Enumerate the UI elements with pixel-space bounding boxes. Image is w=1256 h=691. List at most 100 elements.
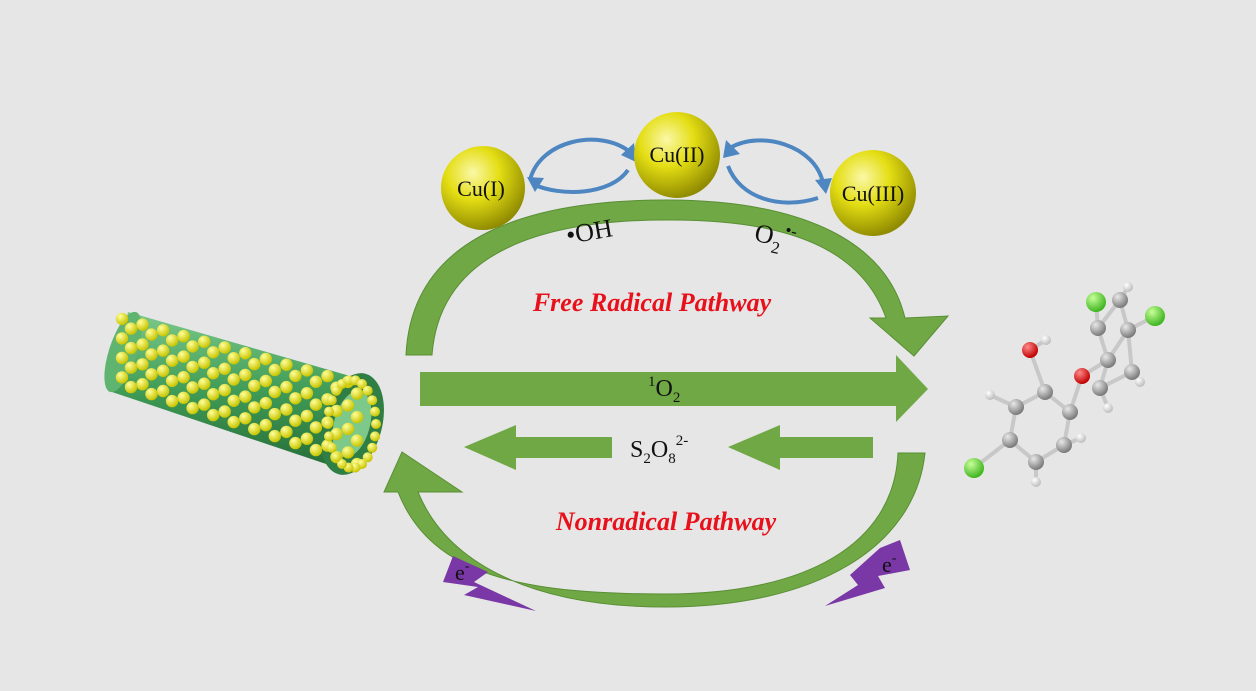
nanotube-particle: [309, 421, 323, 434]
electron-left-base: e: [455, 560, 465, 585]
superoxide-label: O2•-: [752, 218, 800, 258]
nanotube-particle: [309, 443, 323, 457]
nanotube-particle: [309, 375, 323, 388]
hydrogen-atom: [1103, 403, 1113, 413]
nanotube-particle: [136, 318, 149, 331]
hydrogen-atom: [1135, 377, 1145, 387]
carbon-atom: [1120, 322, 1136, 338]
nanotube-particle: [145, 368, 158, 381]
electron-lightning-left: [443, 556, 536, 611]
nanotube-particles: [115, 312, 381, 473]
nanotube-particle: [259, 352, 272, 366]
carbon-atom: [1008, 399, 1024, 415]
electron-right-label: e-: [882, 551, 897, 577]
singlet-oxygen-label: 1O2: [648, 374, 680, 406]
nanotube-rim-particle: [331, 385, 342, 396]
nanotube-particle: [156, 364, 170, 377]
nanotube-particle: [124, 361, 138, 374]
persulfate-sup: 2-: [676, 433, 689, 449]
nanotube-particle: [177, 391, 190, 404]
nanotube-particle: [124, 380, 138, 394]
nanotube-particle: [239, 390, 252, 403]
nanotube-particle: [341, 399, 355, 412]
nanotube-rim-particle: [337, 459, 347, 469]
persulfate-label: S2O82-: [630, 433, 688, 467]
carbon-atom: [1037, 384, 1053, 400]
nanotube-rim-particle: [323, 419, 333, 429]
nanotube-particle: [136, 338, 149, 351]
nanotube-particle: [280, 380, 293, 394]
nanotube-particle: [156, 324, 170, 337]
cu1-label: Cu(I): [457, 176, 505, 201]
nanotube-particle: [227, 373, 240, 386]
hydrogen-atom: [1041, 335, 1051, 345]
nanotube-rim-particle: [362, 385, 373, 396]
nanotube-rim-particle: [357, 379, 367, 389]
nanotube-particle: [165, 374, 179, 388]
nanotube-particle: [248, 422, 261, 436]
nanotube-particle: [268, 407, 281, 421]
carbon-atom: [1100, 352, 1116, 368]
nanotube-particle: [330, 404, 343, 418]
nanotube-particle: [309, 398, 323, 411]
nanotube-particle: [218, 362, 231, 375]
nanotube-particle: [239, 368, 252, 382]
nanotube-particle: [136, 358, 149, 371]
free-radical-arc-arrow: [405, 199, 950, 357]
persulfate-arrow-right: [728, 425, 873, 470]
triclosan-molecule: [964, 282, 1165, 487]
nanotube-particle: [198, 356, 211, 369]
hydrogen-atom: [1031, 477, 1041, 487]
nanotube-particle: [186, 360, 199, 374]
nanotube-particle: [300, 432, 314, 445]
nanotube-rim-particle: [331, 452, 342, 463]
cu2-cu3-cycle-arrows: [726, 138, 825, 205]
nanotube-particle: [207, 367, 220, 380]
oxygen-atom: [1074, 368, 1090, 384]
nanotube-particle: [177, 350, 190, 363]
nanotube-particle: [218, 383, 231, 397]
carbon-atom: [1056, 437, 1072, 453]
nanotube-particle: [207, 408, 220, 422]
electron-left-label: e-: [455, 559, 470, 585]
nanotube-particle: [145, 328, 158, 341]
singlet-oxygen-base: O: [656, 376, 673, 402]
nanotube-particle: [198, 335, 211, 348]
electron-right-sup: -: [892, 551, 897, 566]
nanotube-particle: [259, 418, 272, 432]
nanotube-particle: [156, 344, 170, 357]
nanotube-rim-particle: [324, 406, 334, 417]
persulfate-sub1: 2: [643, 451, 651, 467]
nanotube-particle: [115, 312, 129, 326]
nonradical-arc-arrow: [383, 451, 926, 608]
carbon-atom: [1028, 454, 1044, 470]
nanotube-particle: [186, 401, 199, 415]
carbon-atom: [1062, 404, 1078, 420]
nanotube-particle: [186, 340, 199, 353]
nanotube-particle: [248, 379, 261, 392]
nanotube-particle: [136, 378, 149, 391]
chlorine-atom: [964, 458, 984, 478]
singlet-oxygen-arrow: [420, 355, 928, 422]
nanotube-rim-particle: [367, 442, 378, 453]
cu3-label: Cu(III): [842, 181, 904, 206]
nanotube-particle: [268, 385, 281, 399]
cu1-cu2-cycle-arrows: [528, 137, 632, 194]
superoxide-sup: •-: [784, 220, 800, 241]
nanotube-particle: [350, 410, 364, 424]
carbon-atom: [1090, 320, 1106, 336]
nanotube-particle: [268, 429, 281, 443]
nanotube-particle: [350, 387, 364, 400]
nanotube-particle: [198, 377, 211, 390]
nanotube-particle: [165, 334, 179, 347]
nanotube-rim-particle: [370, 431, 380, 442]
cu3-sphere: [830, 150, 916, 236]
free-radical-pathway-label: Free Radical Pathway: [532, 288, 772, 317]
persulfate-s: S: [630, 437, 643, 463]
electron-left-sup: -: [465, 559, 470, 574]
nanotube-particle: [289, 392, 302, 405]
cu2-sphere: [634, 112, 720, 198]
cu1-sphere: [441, 146, 525, 230]
nanotube-particle: [156, 384, 170, 398]
nanotube-particle: [239, 347, 252, 360]
